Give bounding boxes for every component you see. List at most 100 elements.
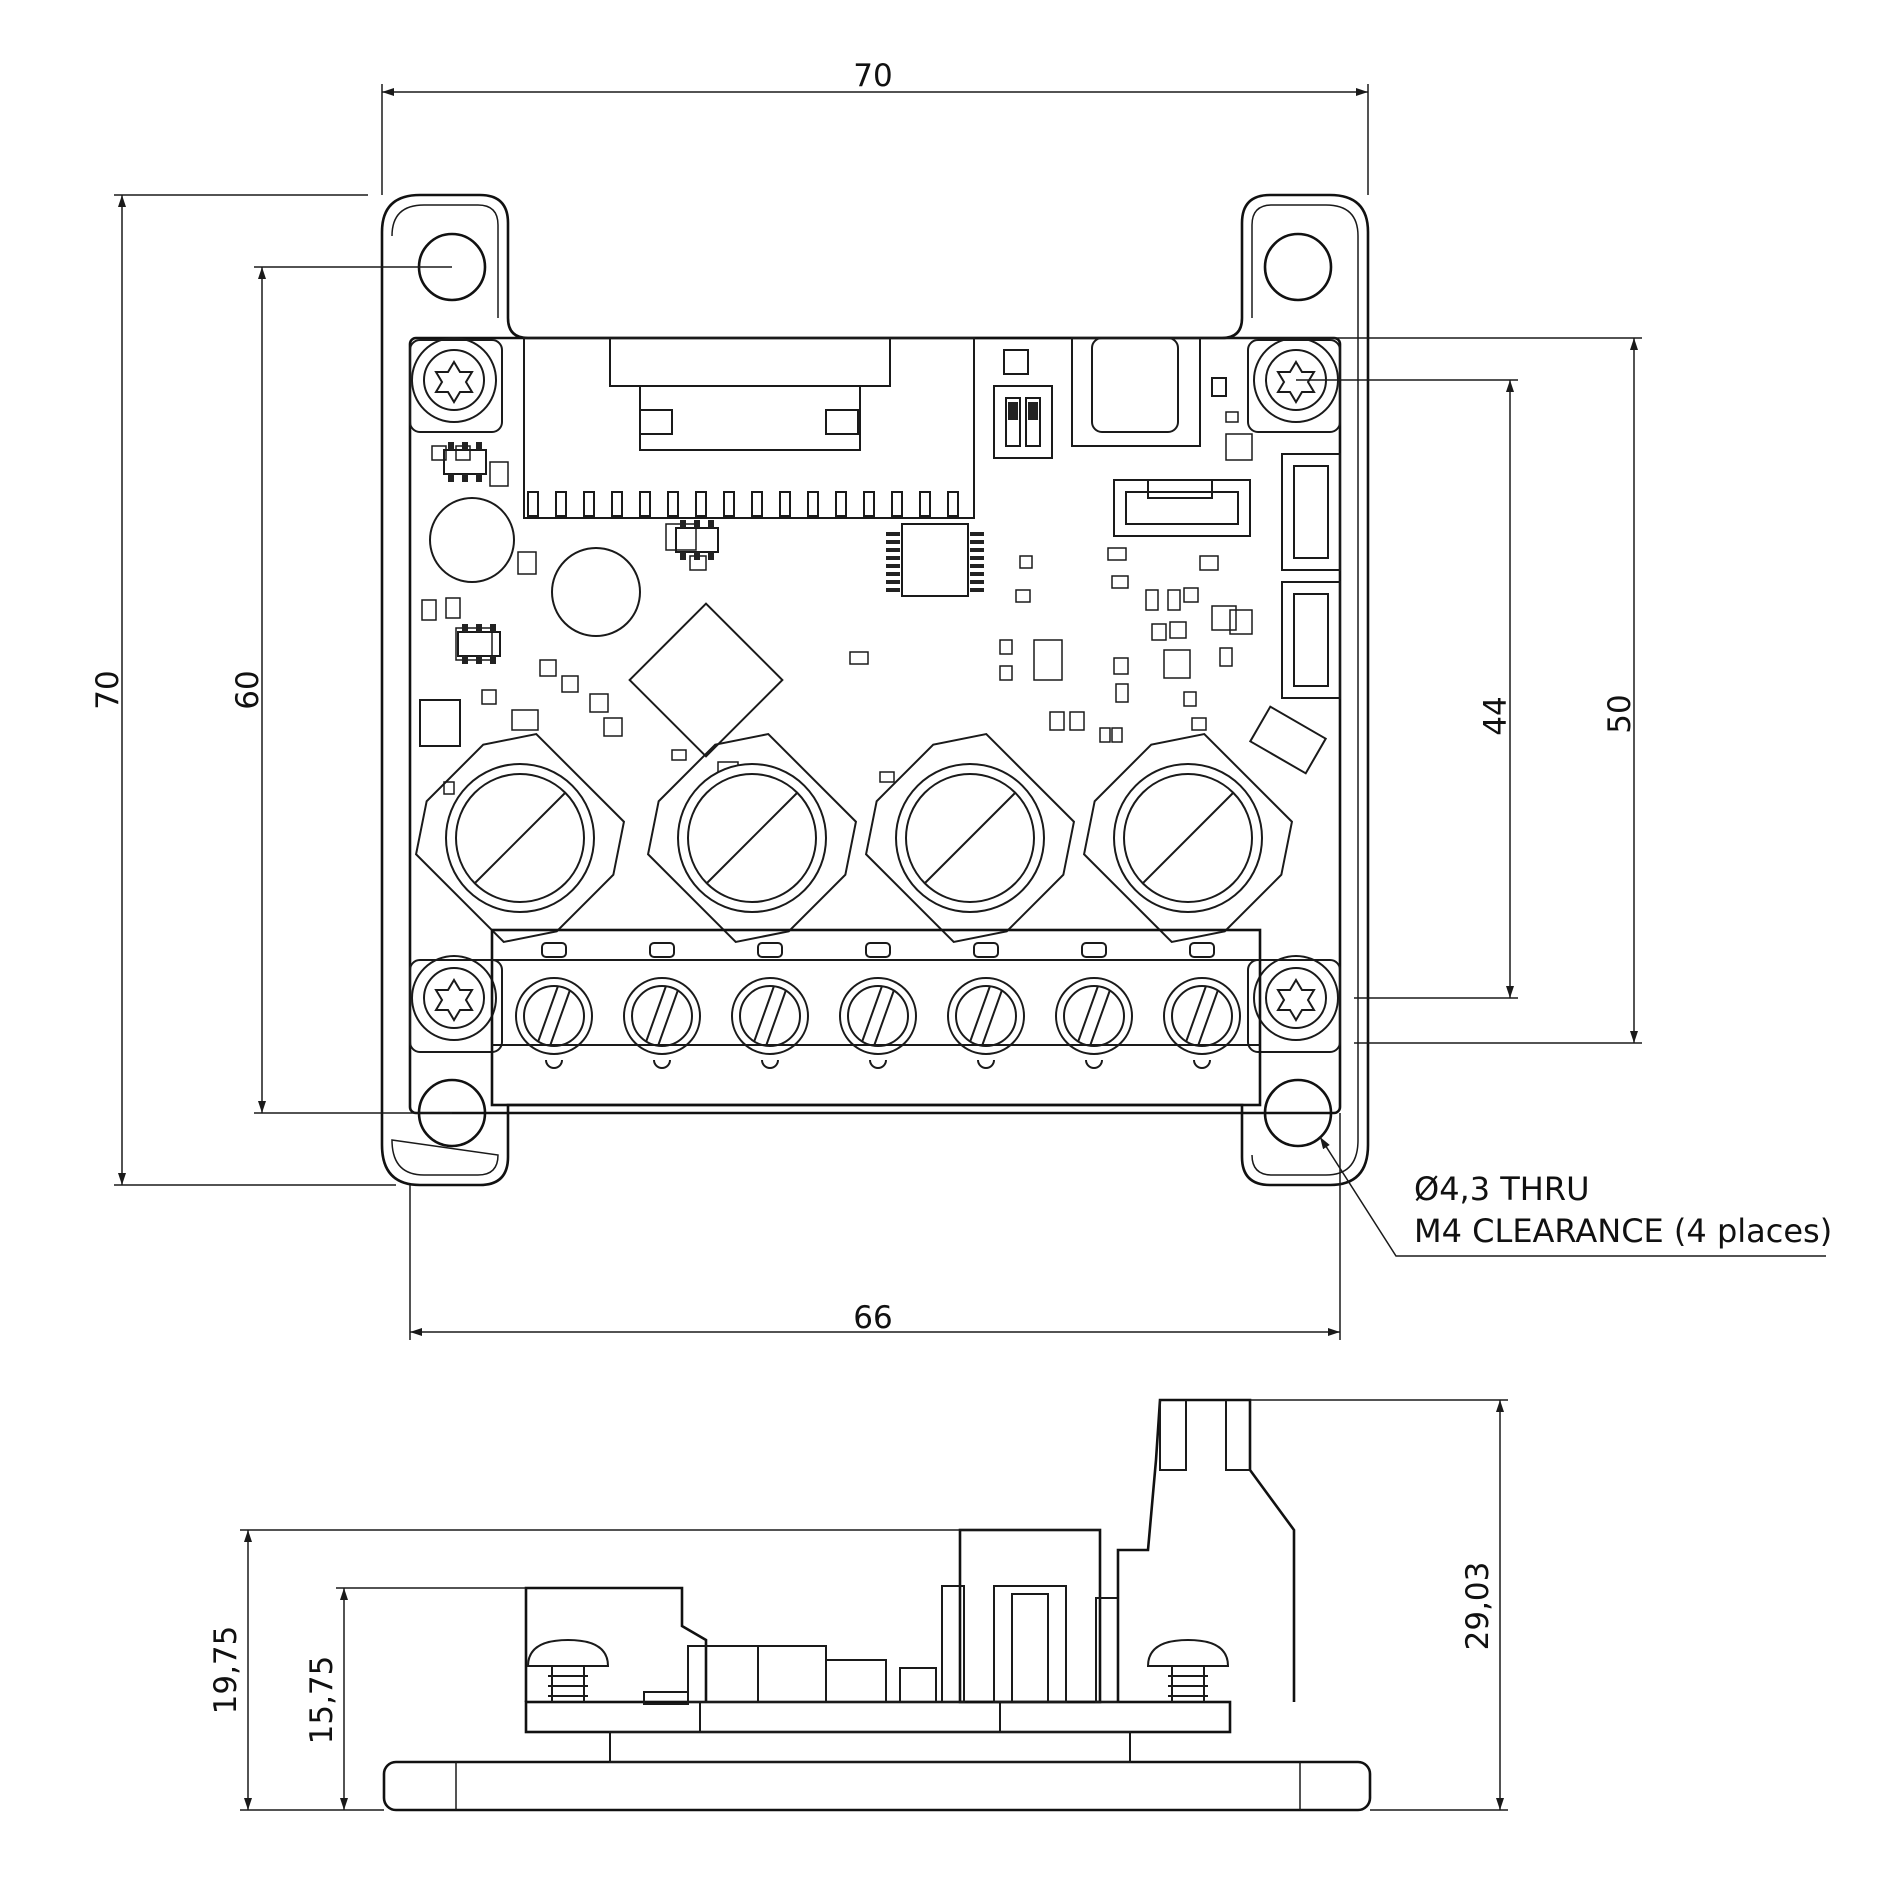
dim-side-height-a: 19,75 (208, 1626, 244, 1715)
top-view-dimensions: 70 70 60 44 50 66 Ø4,3 THRU M4 CLEARANCE… (90, 58, 1832, 1340)
smd-part (1107, 547, 1127, 561)
smd-part (1113, 657, 1129, 675)
terminal-screw-outer (515, 977, 593, 1055)
terminal-tab (973, 942, 999, 958)
smd-part (481, 689, 497, 705)
ic-leg (970, 580, 984, 584)
capacitor (1082, 732, 1294, 944)
terminal-wire-entry (869, 1059, 887, 1069)
smd-part (1069, 711, 1085, 731)
terminal-screw (947, 942, 1025, 1069)
connector-pin (527, 491, 539, 517)
hole-note-line1: Ø4,3 THRU (1414, 1170, 1590, 1208)
connector-pin (583, 491, 595, 517)
capacitor-base (1082, 732, 1294, 944)
terminal-screw (623, 942, 701, 1069)
sot-leg (680, 552, 686, 560)
smd-part (1199, 555, 1219, 571)
capacitor-base (864, 732, 1076, 944)
connector-pin (695, 491, 707, 517)
smd-part (1099, 727, 1111, 743)
screw-slot-icon (873, 989, 895, 1047)
ic-leg (886, 540, 900, 544)
smd-part (1167, 589, 1181, 611)
connector-pin (751, 491, 763, 517)
side-base-plate (382, 1760, 1372, 1812)
ic-leg (886, 572, 900, 576)
terminal-tab (541, 942, 567, 958)
mounting-holes (417, 232, 1333, 1148)
terminal-screw-outer (839, 977, 917, 1055)
terminal-screw-head (739, 985, 801, 1047)
top-view (380, 193, 1370, 1187)
smd-part (489, 461, 509, 487)
ic-leg (970, 556, 984, 560)
mounting-hole-tr (1263, 232, 1333, 302)
terminal-screw-head (847, 985, 909, 1047)
smd-part (431, 445, 447, 461)
ic-leg (886, 588, 900, 592)
smd-part (999, 665, 1013, 681)
smd-part (671, 749, 687, 761)
usb-c-connector (1003, 337, 1227, 447)
smd-part (1115, 683, 1129, 703)
smd-part (1183, 587, 1199, 603)
connector-pin (611, 491, 623, 517)
smd-part (1191, 717, 1207, 731)
smd-part (1111, 727, 1123, 743)
torx-icon (434, 978, 474, 1022)
sot-leg (448, 442, 454, 450)
small-ic (419, 699, 461, 747)
ic-leg (970, 532, 984, 536)
sot-leg (448, 474, 454, 482)
smd-part (455, 627, 493, 661)
smd-part (1145, 589, 1159, 611)
capacitor (414, 732, 626, 944)
side-connectors (1113, 453, 1341, 699)
screw-slot-icon (549, 989, 571, 1047)
connector-pin (919, 491, 931, 517)
side-view (382, 1398, 1372, 1812)
screw-slot-icon (1077, 985, 1099, 1043)
dim-top-width: 70 (853, 58, 892, 94)
qfn-ic (628, 602, 784, 758)
ic-leg (970, 548, 984, 552)
soic-ic (901, 523, 969, 597)
smd-part (589, 693, 609, 713)
terminal-screw (839, 942, 917, 1069)
side-usb-body (958, 1528, 1102, 1704)
mounting-hole-br (1263, 1078, 1333, 1148)
capacitor-base (646, 732, 858, 944)
pcb-outline (408, 336, 1342, 1115)
smd-part (849, 651, 869, 665)
smd-components (421, 411, 1253, 795)
connector-pin (947, 491, 959, 517)
capacitor-polarity-mark (924, 792, 1016, 884)
screw-slot-icon (537, 985, 559, 1043)
dim-left-height-holes: 60 (230, 670, 266, 709)
sot-leg (476, 442, 482, 450)
terminal-screw-outer (1055, 977, 1133, 1055)
sot-leg (694, 520, 700, 528)
side-pcb (524, 1700, 1232, 1734)
sot-leg (490, 656, 496, 664)
base-plate-inner-outline (391, 204, 1359, 1176)
connector-pin (863, 491, 875, 517)
terminal-wire-entry (977, 1059, 995, 1069)
smd-part (879, 771, 895, 783)
terminal-screw-outer (947, 977, 1025, 1055)
terminal-screw-outer (623, 977, 701, 1055)
smd-part (999, 639, 1013, 655)
capacitor (864, 732, 1076, 944)
terminal-screw-head (631, 985, 693, 1047)
sot-leg (462, 656, 468, 664)
connector-pin (891, 491, 903, 517)
smd-part (1049, 711, 1065, 731)
terminal-screw (515, 942, 593, 1069)
terminal-wire-entry (761, 1059, 779, 1069)
side-screw-right (1146, 1638, 1230, 1702)
terminal-tab (1189, 942, 1215, 958)
terminal-screw (1055, 942, 1133, 1069)
smd-part (421, 599, 437, 621)
